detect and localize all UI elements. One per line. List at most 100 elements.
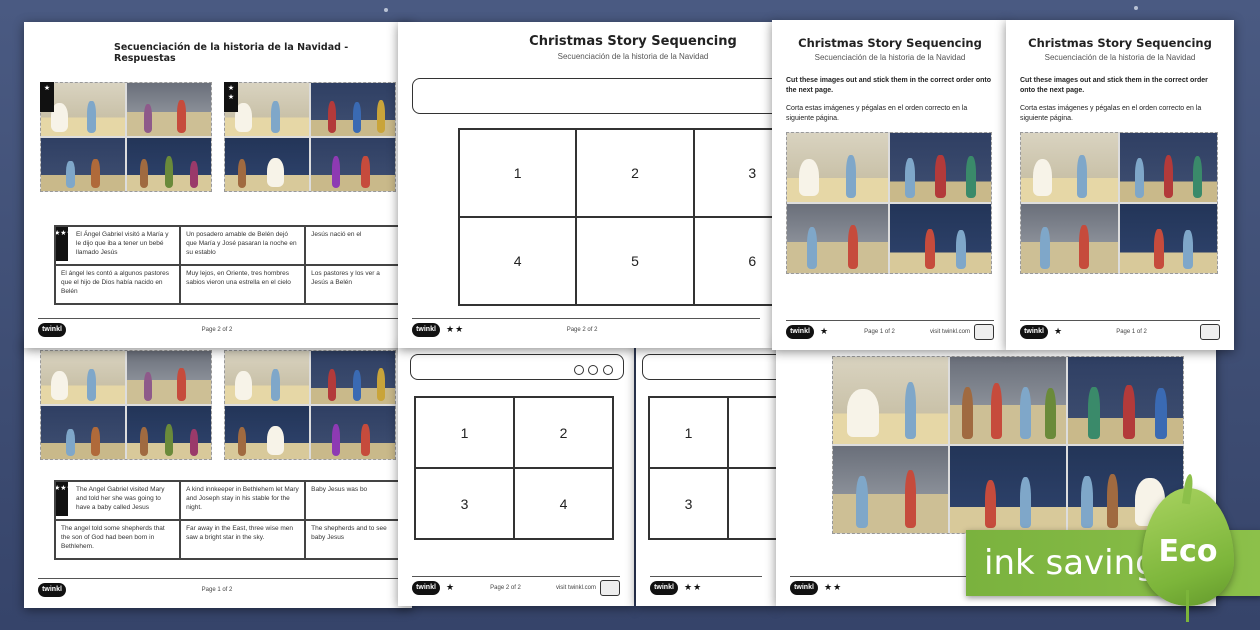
answer-text-table: The Angel Gabriel visited Mary and told … <box>54 480 400 560</box>
twinkl-logo: twinkl <box>790 580 818 595</box>
answer-pictures-2 <box>224 82 396 192</box>
eco-leaf-icon: Eco <box>1142 488 1234 606</box>
leaf-stem <box>1186 590 1189 622</box>
cut-out-pictures <box>832 356 1184 534</box>
scene-nativity <box>41 406 125 459</box>
answer-cell: A kind innkeeper in Bethlehem let Mary a… <box>180 481 306 520</box>
difficulty-stars: ★★ <box>446 324 465 334</box>
sheet-subtitle: Secuenciación de la historia de la Navid… <box>557 52 709 61</box>
worksheet-instructions-2: Christmas Story Sequencing Secuenciación… <box>1006 20 1234 350</box>
answer-cell: Jesús nació en el <box>305 226 399 265</box>
answer-cell: Muy lejos, en Oriente, tres hombres sabi… <box>180 265 306 304</box>
scene-nativity <box>41 138 125 191</box>
title-box <box>412 78 774 114</box>
page-footer: twinkl ★★ Page 2 of 2 <box>412 318 760 340</box>
sequence-box[interactable]: 1 <box>649 397 728 468</box>
answer-cell: El ángel les contó a algunos pastores qu… <box>55 265 181 304</box>
sequence-box[interactable]: 1 <box>459 129 577 217</box>
sequence-box[interactable] <box>728 468 776 539</box>
sequence-box[interactable]: 6 <box>693 217 774 305</box>
worksheet-answers-english: ★★★ The Angel Gabriel visited Mary and t… <box>24 340 412 608</box>
scene-innkeeper <box>127 83 211 136</box>
sheet-subtitle: Secuenciación de la historia de la Navid… <box>814 53 966 62</box>
answer-cell: Baby Jesus was bo <box>305 481 399 520</box>
instructions-english: Cut these images out and stick them in t… <box>1020 77 1208 95</box>
scene-wise-men <box>311 351 395 404</box>
scene-innkeeper <box>127 351 211 404</box>
sequence-grid: 1 2 3 4 5 6 <box>458 128 774 306</box>
sequence-box[interactable]: 3 <box>415 468 514 539</box>
answer-pictures-2 <box>224 350 396 460</box>
scene-wise-men <box>311 83 395 136</box>
scene-annunciation <box>41 351 125 404</box>
scene-annunciation <box>41 83 125 136</box>
scene-annunciation <box>833 357 949 444</box>
scene-wise-men <box>1067 357 1183 444</box>
worksheet-four-boxes: 1 2 3 4 twinkl★ Page 2 of 2 visit twinkl… <box>398 344 634 606</box>
instructions-spanish: Corta estas imágenes y pégalas en el ord… <box>1020 105 1202 123</box>
eco-label: Eco <box>1158 533 1218 569</box>
page-footer: twinkl★★ <box>650 576 762 598</box>
scene-wise-men <box>890 133 991 202</box>
answer-pictures-1 <box>40 82 212 192</box>
three-star-flag: ★★★ <box>54 227 73 261</box>
sequence-grid: 1 2 3 4 <box>414 396 614 540</box>
page-number: Page 2 of 2 <box>490 584 521 591</box>
sequence-box[interactable]: 1 <box>415 397 514 468</box>
difficulty-stars: ★★ <box>824 582 843 592</box>
scene-shepherds <box>127 138 211 191</box>
sequence-box[interactable]: 3 <box>649 468 728 539</box>
page-footer: twinkl★ Page 1 of 2 <box>1020 320 1220 342</box>
sequence-box[interactable]: 3 <box>693 129 774 217</box>
answer-cell: The shepherds and to see baby Jesus <box>305 520 399 559</box>
sequence-box[interactable]: 2 <box>514 397 613 468</box>
twinkl-logo: twinkl <box>38 582 66 597</box>
twinkl-logo: twinkl <box>412 580 440 595</box>
scene-annunciation <box>1021 133 1118 202</box>
scene-shepherds <box>127 406 211 459</box>
scene-annunciation <box>225 83 309 136</box>
page-footer: twinkl★ Page 2 of 2 visit twinkl.com <box>412 576 620 598</box>
answer-pictures-1 <box>40 350 212 460</box>
twinkl-logo: twinkl <box>38 322 66 337</box>
twinkl-url: visit twinkl.com <box>555 584 596 591</box>
scene-wise-men <box>1120 133 1217 202</box>
answer-cell: The angel told some shepherds that the s… <box>55 520 181 559</box>
worksheet-instructions-1: Christmas Story Sequencing Secuenciación… <box>772 20 1008 350</box>
decoration-circles <box>574 362 613 380</box>
sequence-box[interactable] <box>728 397 776 468</box>
ink-saving-label: ink saving <box>984 543 1157 583</box>
sequence-box[interactable]: 2 <box>576 129 694 217</box>
sheet-subtitle: Secuenciación de la historia de la Navid… <box>1044 53 1196 62</box>
sequence-box[interactable]: 5 <box>576 217 694 305</box>
page-number: Page 2 of 2 <box>201 326 233 333</box>
three-star-flag: ★★★ <box>54 482 73 516</box>
instructions-english: Cut these images out and stick them in t… <box>786 77 991 95</box>
page-number: Page 2 of 2 <box>566 326 598 333</box>
title-box <box>410 354 624 380</box>
scene-kings-visit <box>311 138 395 191</box>
worksheet-six-boxes: Christmas Story Sequencing Secuenciación… <box>398 22 774 348</box>
answer-cell: Un posadero amable de Belén dejó que Mar… <box>180 226 306 265</box>
eco-badge-icon <box>599 579 620 596</box>
page-number: Page 1 of 2 <box>201 586 233 593</box>
eco-badge-icon <box>973 323 994 340</box>
scene-kings-visit <box>311 406 395 459</box>
answer-cell: El Ángel Gabriel visitó a María y le dij… <box>55 226 181 265</box>
worksheet-boxes-partial: 1 3 twinkl★★ <box>636 344 776 606</box>
snowflake <box>384 8 388 12</box>
worksheet-answers-spanish: Secuenciación de la historia de la Navid… <box>24 22 412 348</box>
scene-innkeeper <box>1021 204 1118 273</box>
answer-cell: Los pastores y los ver a Jesús a Belén <box>305 265 399 304</box>
answer-text-table: El Ángel Gabriel visitó a María y le dij… <box>54 225 400 305</box>
two-star-flag: ★★ <box>224 82 238 112</box>
twinkl-logo: twinkl <box>412 322 440 337</box>
answer-cell: The Angel Gabriel visited Mary and told … <box>55 481 181 520</box>
scene-shepherds-stable <box>950 357 1066 444</box>
sequence-box[interactable]: 4 <box>514 468 613 539</box>
twinkl-logo: twinkl <box>650 580 678 595</box>
scene-nativity <box>1120 204 1217 273</box>
scene-nativity <box>890 204 991 273</box>
scene-nativity <box>950 446 1066 533</box>
sequence-box[interactable]: 4 <box>459 217 577 305</box>
